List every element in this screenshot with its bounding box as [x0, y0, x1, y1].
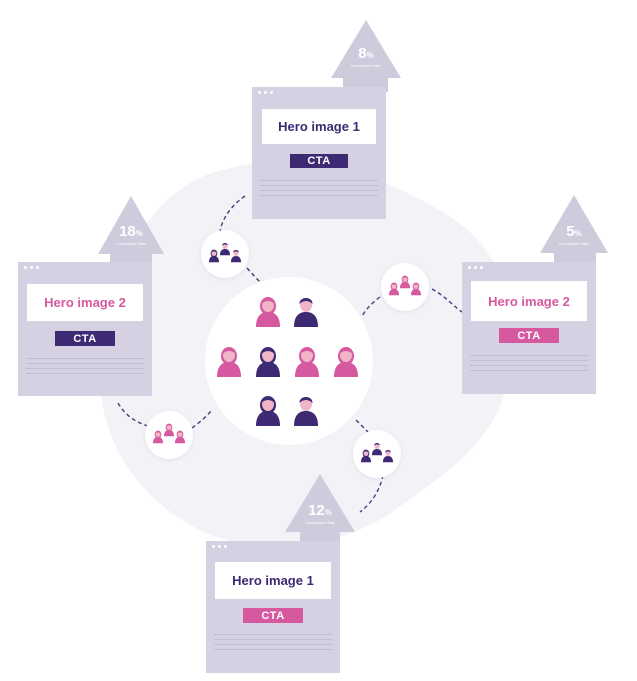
- rate-value: 12%: [308, 502, 332, 519]
- people-group-icon: [382, 450, 394, 463]
- rate-value: 5%: [566, 223, 582, 240]
- people-group-icon: [388, 282, 400, 296]
- connector-top: [219, 195, 246, 233]
- rate-badge-left: 18% Conversion Rate: [98, 224, 164, 246]
- variant-card-right: Hero image 2 CTA: [462, 262, 596, 394]
- hero-image-label: Hero image 1: [262, 109, 376, 144]
- people-group-icon: [399, 275, 411, 289]
- rate-value: 8%: [358, 45, 374, 62]
- people-group-icon: [410, 282, 422, 296]
- rate-badge-top: 8% Conversion Rate: [331, 46, 401, 68]
- people-group-icon: [219, 243, 231, 256]
- connector-right-inner: [361, 296, 381, 317]
- person-icon: [334, 347, 358, 377]
- connector-right: [431, 288, 463, 313]
- text-lines: [470, 355, 588, 375]
- connector-left: [117, 402, 149, 427]
- person-icon: [295, 347, 319, 377]
- cta-button: CTA: [290, 154, 348, 168]
- rate-badge-bottom: 12% Conversion Rate: [285, 503, 355, 525]
- people-group-icon: [208, 249, 220, 263]
- window-dots-icon: [258, 91, 273, 97]
- variant-card-left: Hero image 2 CTA: [18, 262, 152, 396]
- connector-top-inner: [246, 267, 269, 291]
- text-lines: [214, 634, 332, 654]
- connector-left-inner: [191, 409, 213, 429]
- people-group-icon: [230, 250, 242, 263]
- hero-image-label: Hero image 2: [27, 284, 143, 321]
- people-group-icon: [152, 430, 164, 444]
- window-dots-icon: [468, 266, 483, 272]
- variant-card-bottom: Hero image 1 CTA: [206, 541, 340, 673]
- rate-arrow-bottom: [300, 528, 340, 544]
- text-lines: [26, 358, 144, 378]
- rate-badge-right: 5% Conversion Rate: [540, 224, 608, 246]
- hero-image-label: Hero image 1: [215, 562, 331, 599]
- person-icon: [256, 347, 280, 377]
- people-group-icon: [371, 443, 383, 456]
- rate-triangle-left: [98, 196, 164, 254]
- cta-button: CTA: [243, 608, 303, 623]
- person-icon: [256, 396, 280, 426]
- window-dots-icon: [212, 545, 227, 551]
- person-icon: [256, 297, 280, 327]
- window-dots-icon: [24, 266, 39, 272]
- people-group-icon: [174, 430, 186, 444]
- person-icon: [294, 298, 318, 327]
- variant-card-top: Hero image 1 CTA: [252, 87, 386, 219]
- people-group-icon: [360, 449, 372, 463]
- connector-bottom: [359, 474, 384, 513]
- cta-button: CTA: [499, 328, 559, 343]
- person-icon: [294, 397, 318, 426]
- rate-triangle-bottom: [285, 474, 355, 532]
- rate-triangle-right: [540, 195, 608, 253]
- hero-image-label: Hero image 2: [471, 281, 587, 321]
- text-lines: [260, 180, 378, 200]
- rate-triangle-top: [331, 20, 401, 78]
- cta-button: CTA: [55, 331, 115, 346]
- connector-bottom-inner: [355, 419, 373, 437]
- people-group-icon: [163, 423, 175, 437]
- person-icon: [217, 347, 241, 377]
- rate-value: 18%: [119, 223, 143, 240]
